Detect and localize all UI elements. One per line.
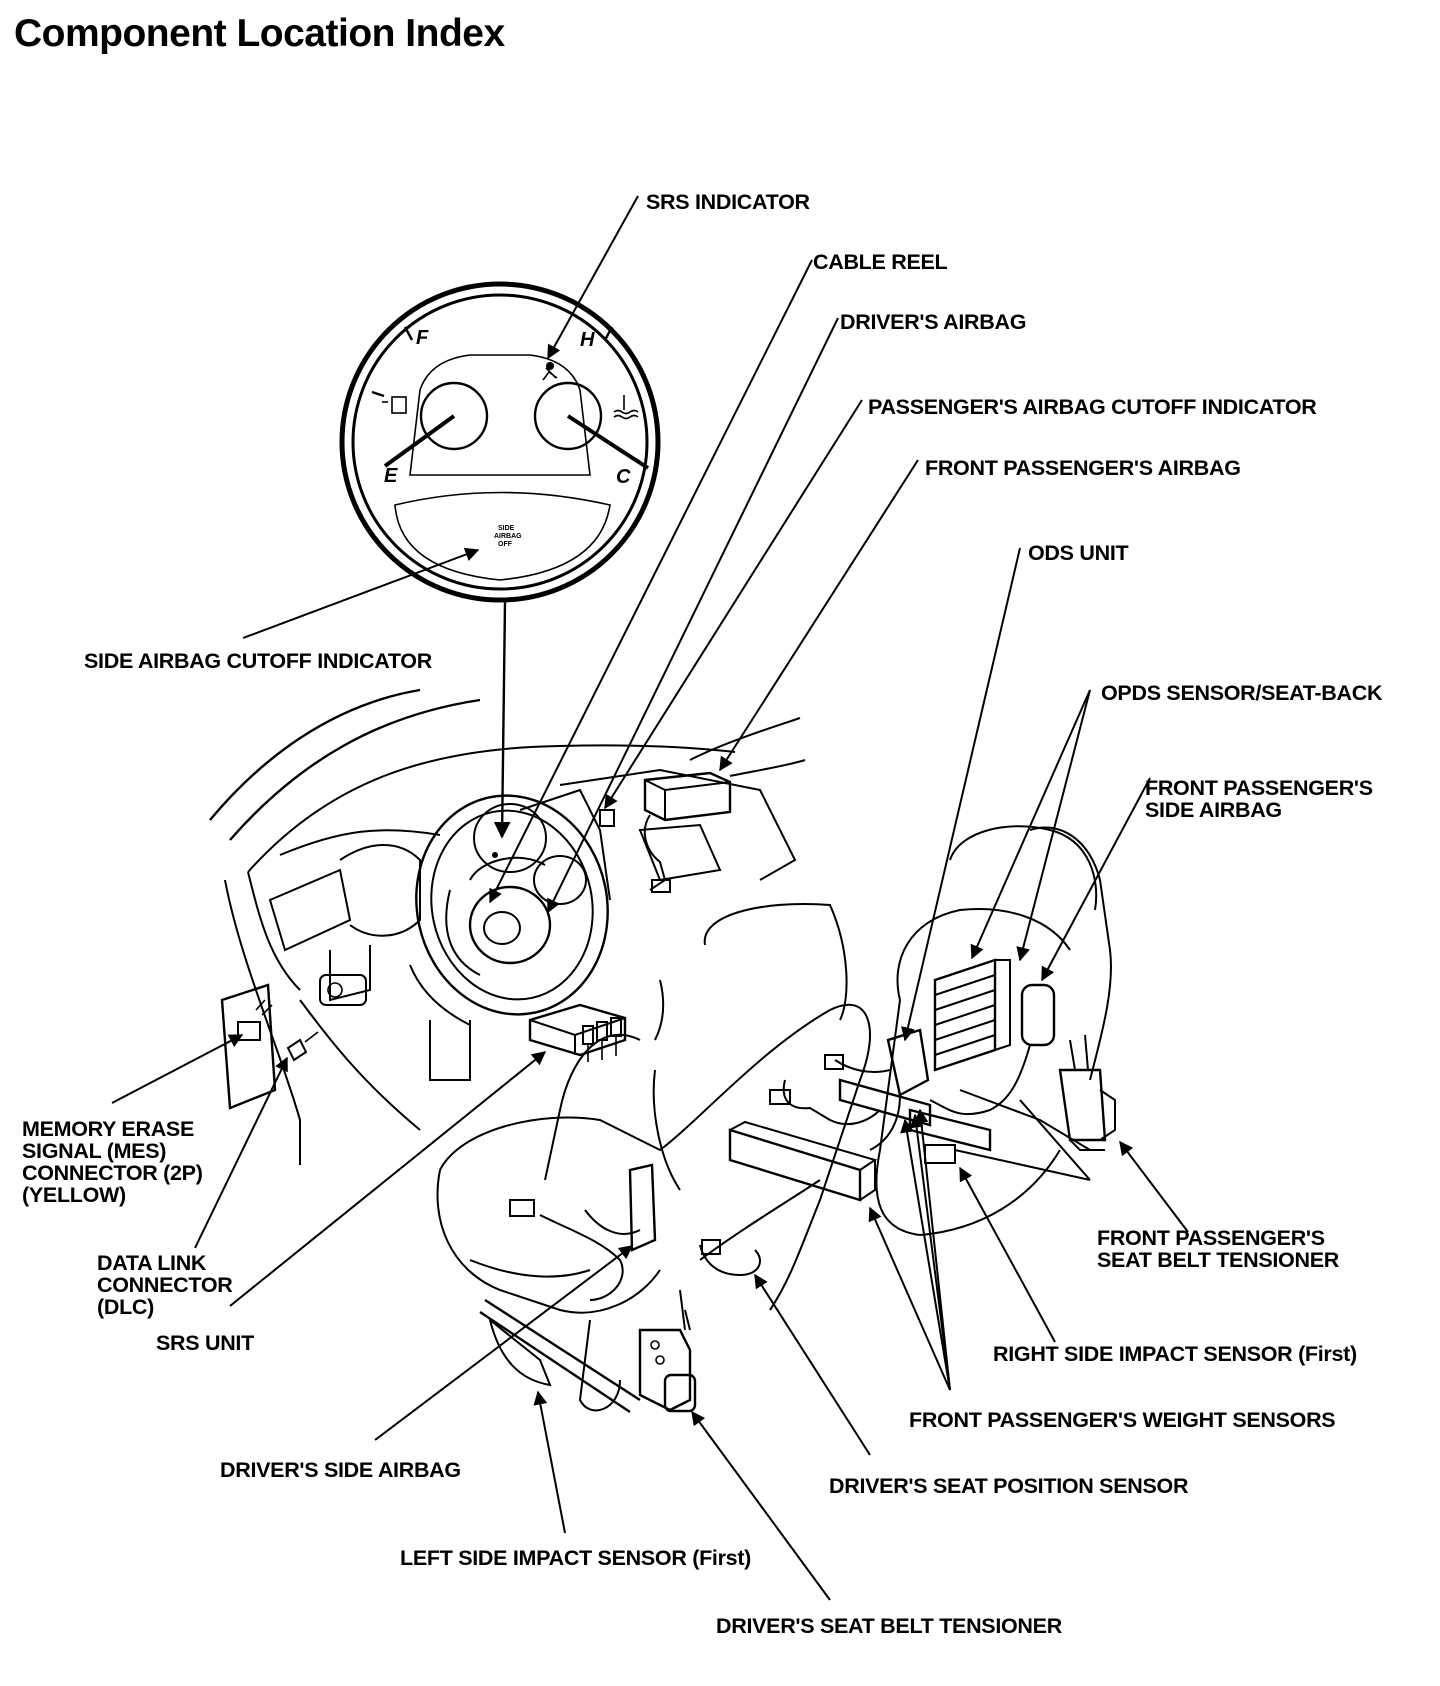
label-data-link-connector: DATA LINK CONNECTOR (DLC) (97, 1251, 233, 1319)
front-passenger-side-airbag-part (1020, 983, 1056, 1047)
leader-weight-sensor-4 (914, 1108, 951, 1391)
leader-front-passenger-side-airbag (1041, 777, 1151, 982)
leader-srs-unit (229, 1051, 547, 1307)
leader-gauge-to-dash (493, 601, 511, 839)
leader-mes-connector (111, 1034, 244, 1104)
fuse-box (220, 983, 319, 1110)
leader-srs-indicator (547, 195, 639, 360)
gauge-label-e: E (384, 465, 398, 487)
leader-weight-sensor-2 (900, 1118, 951, 1391)
label-drivers-seat-belt-tensioner: DRIVER'S SEAT BELT TENSIONER (716, 1614, 1062, 1638)
leader-opds-1 (970, 689, 1091, 960)
gauge-label-f: F (416, 327, 429, 349)
leader-side-cutoff-indicator (242, 547, 480, 639)
label-line: FRONT PASSENGER'S (1097, 1226, 1325, 1250)
leader-cable-reel (489, 259, 813, 904)
leader-weight-sensor-1 (868, 1206, 951, 1391)
leader-drivers-seat-position-sensor (754, 1273, 871, 1456)
label-drivers-airbag: DRIVER'S AIRBAG (840, 310, 1027, 334)
label-line: CONNECTOR (2P) (22, 1161, 203, 1185)
label-right-side-impact-sensor: RIGHT SIDE IMPACT SENSOR (First) (993, 1342, 1357, 1366)
leader-front-passenger-belt-tensioner (1119, 1140, 1189, 1233)
coolant-temperature-icon (613, 395, 639, 420)
leader-front-passenger-airbag (719, 459, 919, 772)
drivers-seat (436, 903, 871, 1413)
side-airbag-off-text-1: SIDE (498, 525, 515, 532)
fuel-pump-icon (382, 396, 407, 414)
label-front-passenger-seat-belt-tensioner: FRONT PASSENGER'S SEAT BELT TENSIONER (1097, 1227, 1339, 1271)
label-srs-unit: SRS UNIT (156, 1331, 254, 1355)
label-drivers-seat-position-sensor: DRIVER'S SEAT POSITION SENSOR (829, 1474, 1189, 1498)
front-passenger-seat-belt-tensioner-part (1058, 1034, 1116, 1151)
dashboard-outline (209, 688, 806, 1165)
leader-ods-unit (901, 547, 1021, 1042)
side-airbag-off-text-3: OFF (498, 541, 513, 548)
drivers-seat-belt-tensioner-part (638, 1289, 697, 1413)
label-line: MEMORY ERASE (22, 1117, 195, 1141)
label-line: (DLC) (97, 1295, 155, 1319)
label-line: SEAT BELT TENSIONER (1097, 1248, 1339, 1272)
srs-unit-box (528, 1003, 627, 1062)
opds-sensor-seat-back-part (933, 958, 1011, 1072)
label-passenger-airbag-cutoff-indicator: PASSENGER'S AIRBAG CUTOFF INDICATOR (868, 395, 1317, 419)
leader-right-side-impact-sensor (959, 1166, 1056, 1343)
leader-drivers-airbag (547, 317, 839, 914)
label-line: CONNECTOR (97, 1273, 233, 1297)
label-left-side-impact-sensor: LEFT SIDE IMPACT SENSOR (First) (400, 1546, 752, 1570)
steering-wheel (409, 794, 609, 1026)
side-airbag-off-text-2: AIRBAG (494, 533, 522, 540)
leader-drivers-side-airbag (374, 1245, 634, 1441)
leader-dlc (194, 1056, 288, 1249)
srs-indicator-icon (542, 362, 558, 381)
label-opds-sensor-seat-back: OPDS SENSOR/SEAT-BACK (1101, 681, 1383, 705)
leader-passenger-cutoff-indicator (604, 399, 863, 810)
page-title: Component Location Index (14, 12, 505, 55)
label-ods-unit: ODS UNIT (1028, 541, 1129, 565)
gauge-cluster: F E H C SIDE AIRBAG OFF (339, 281, 661, 603)
label-mes-connector: MEMORY ERASE SIGNAL (MES) CONNECTOR (2P)… (22, 1118, 203, 1206)
label-line: SIDE AIRBAG (1145, 798, 1282, 822)
label-front-passenger-side-airbag: FRONT PASSENGER'S SIDE AIRBAG (1145, 777, 1373, 821)
leader-opds-2 (1016, 689, 1091, 962)
leader-lines (111, 195, 1189, 1601)
gauge-label-c: C (616, 466, 631, 488)
front-passenger-airbag-module (599, 771, 732, 893)
leader-left-side-impact-sensor (533, 1390, 566, 1534)
label-line: DATA LINK (97, 1251, 207, 1275)
label-front-passenger-airbag: FRONT PASSENGER'S AIRBAG (925, 456, 1241, 480)
leader-drivers-seat-belt-tensioner (691, 1410, 831, 1601)
gauge-label-h: H (580, 329, 595, 351)
label-side-airbag-cutoff-indicator: SIDE AIRBAG CUTOFF INDICATOR (84, 649, 432, 673)
label-cable-reel: CABLE REEL (813, 250, 948, 274)
label-srs-indicator: SRS INDICATOR (646, 190, 810, 214)
label-drivers-side-airbag: DRIVER'S SIDE AIRBAG (220, 1458, 461, 1482)
passenger-seat (728, 825, 1116, 1236)
label-line: SIGNAL (MES) (22, 1139, 167, 1163)
label-front-passenger-weight-sensors: FRONT PASSENGER'S WEIGHT SENSORS (909, 1408, 1336, 1432)
label-line: (YELLOW) (22, 1183, 126, 1207)
label-line: FRONT PASSENGER'S (1145, 776, 1373, 800)
